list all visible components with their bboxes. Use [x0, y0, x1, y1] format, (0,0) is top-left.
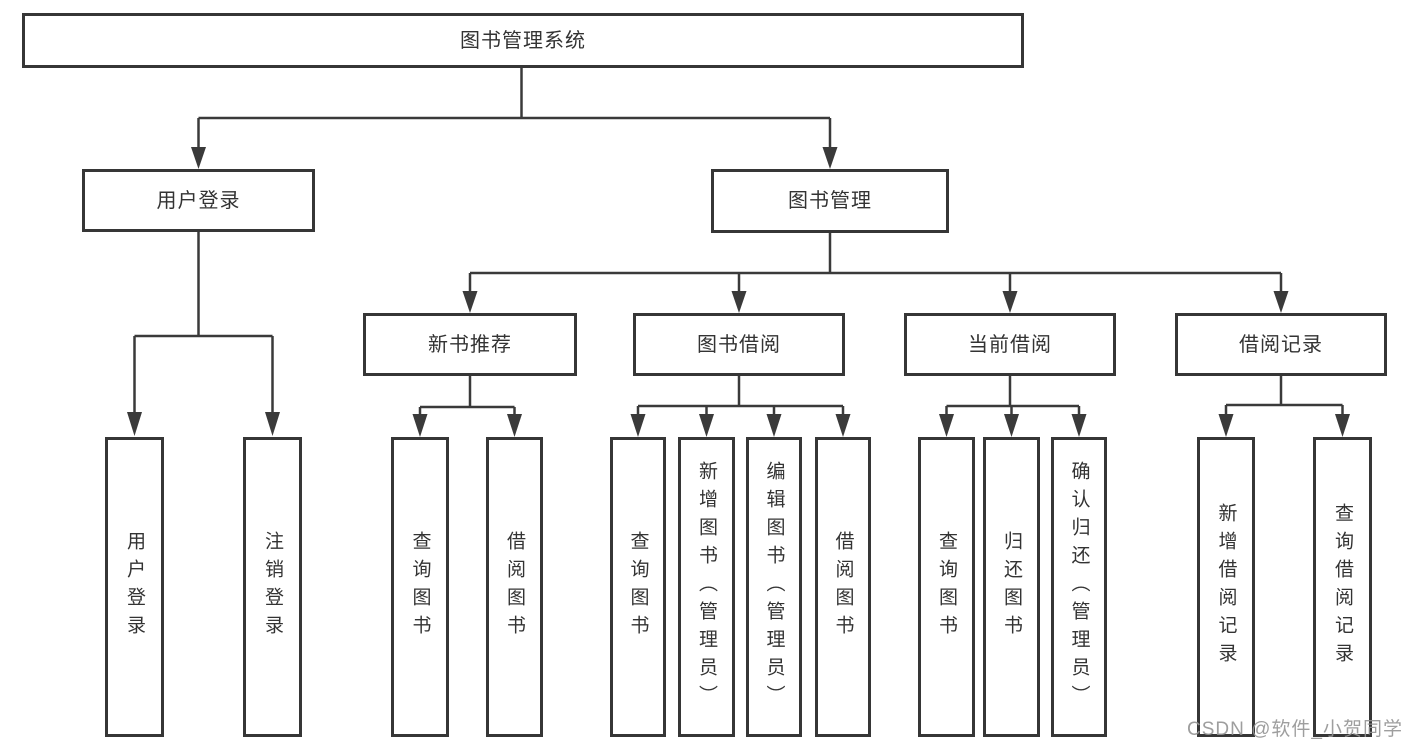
- leaf-records-add-record: 新增借阅记录: [1197, 437, 1255, 737]
- leaf-borrow-edit-books-admin: 编辑图书（管理员）: [746, 437, 802, 737]
- node-current-borrow: 当前借阅: [904, 313, 1116, 376]
- node-root-system: 图书管理系统: [22, 13, 1024, 68]
- connector-current-borrow-subtree: [945, 376, 1081, 416]
- connector-root-to-level1: [197, 68, 832, 150]
- node-book-borrow: 图书借阅: [633, 313, 845, 376]
- connector-book-mgmt-to-level2: [468, 233, 1283, 293]
- node-user-login: 用户登录: [82, 169, 315, 232]
- connector-borrow-records-subtree: [1224, 376, 1344, 416]
- csdn-watermark: CSDN @软件_小贺同学: [1187, 719, 1403, 740]
- leaf-recommend-query-books: 查询图书: [391, 437, 449, 737]
- leaf-user-login: 用户登录: [105, 437, 164, 737]
- connector-new-book-recommend-subtree: [418, 376, 516, 416]
- arrowheads-user-login: [127, 412, 280, 436]
- leaf-borrow-query-books: 查询图书: [610, 437, 666, 737]
- arrowheads-new-book-recommend: [412, 414, 522, 437]
- node-borrow-records: 借阅记录: [1175, 313, 1387, 376]
- leaf-borrow-borrow-books: 借阅图书: [815, 437, 871, 737]
- arrowheads-book-borrow: [630, 414, 851, 437]
- leaf-records-query-record: 查询借阅记录: [1313, 437, 1372, 737]
- leaf-current-return-books: 归还图书: [983, 437, 1040, 737]
- leaf-current-confirm-return-admin: 确认归还（管理员）: [1051, 437, 1107, 737]
- node-new-book-recommend: 新书推荐: [363, 313, 577, 376]
- arrowheads-borrow-records: [1218, 414, 1350, 437]
- leaf-current-query-books: 查询图书: [918, 437, 975, 737]
- leaf-recommend-borrow-books: 借阅图书: [486, 437, 543, 737]
- leaf-logout: 注销登录: [243, 437, 302, 737]
- arrowheads-level1: [191, 147, 838, 169]
- node-book-mgmt: 图书管理: [711, 169, 949, 233]
- arrowheads-current-borrow: [939, 414, 1087, 437]
- leaf-borrow-add-books-admin: 新增图书（管理员）: [678, 437, 735, 737]
- arrowheads-level2: [462, 291, 1289, 313]
- connector-book-borrow-subtree: [636, 376, 845, 416]
- connector-user-login-subtree: [133, 232, 274, 414]
